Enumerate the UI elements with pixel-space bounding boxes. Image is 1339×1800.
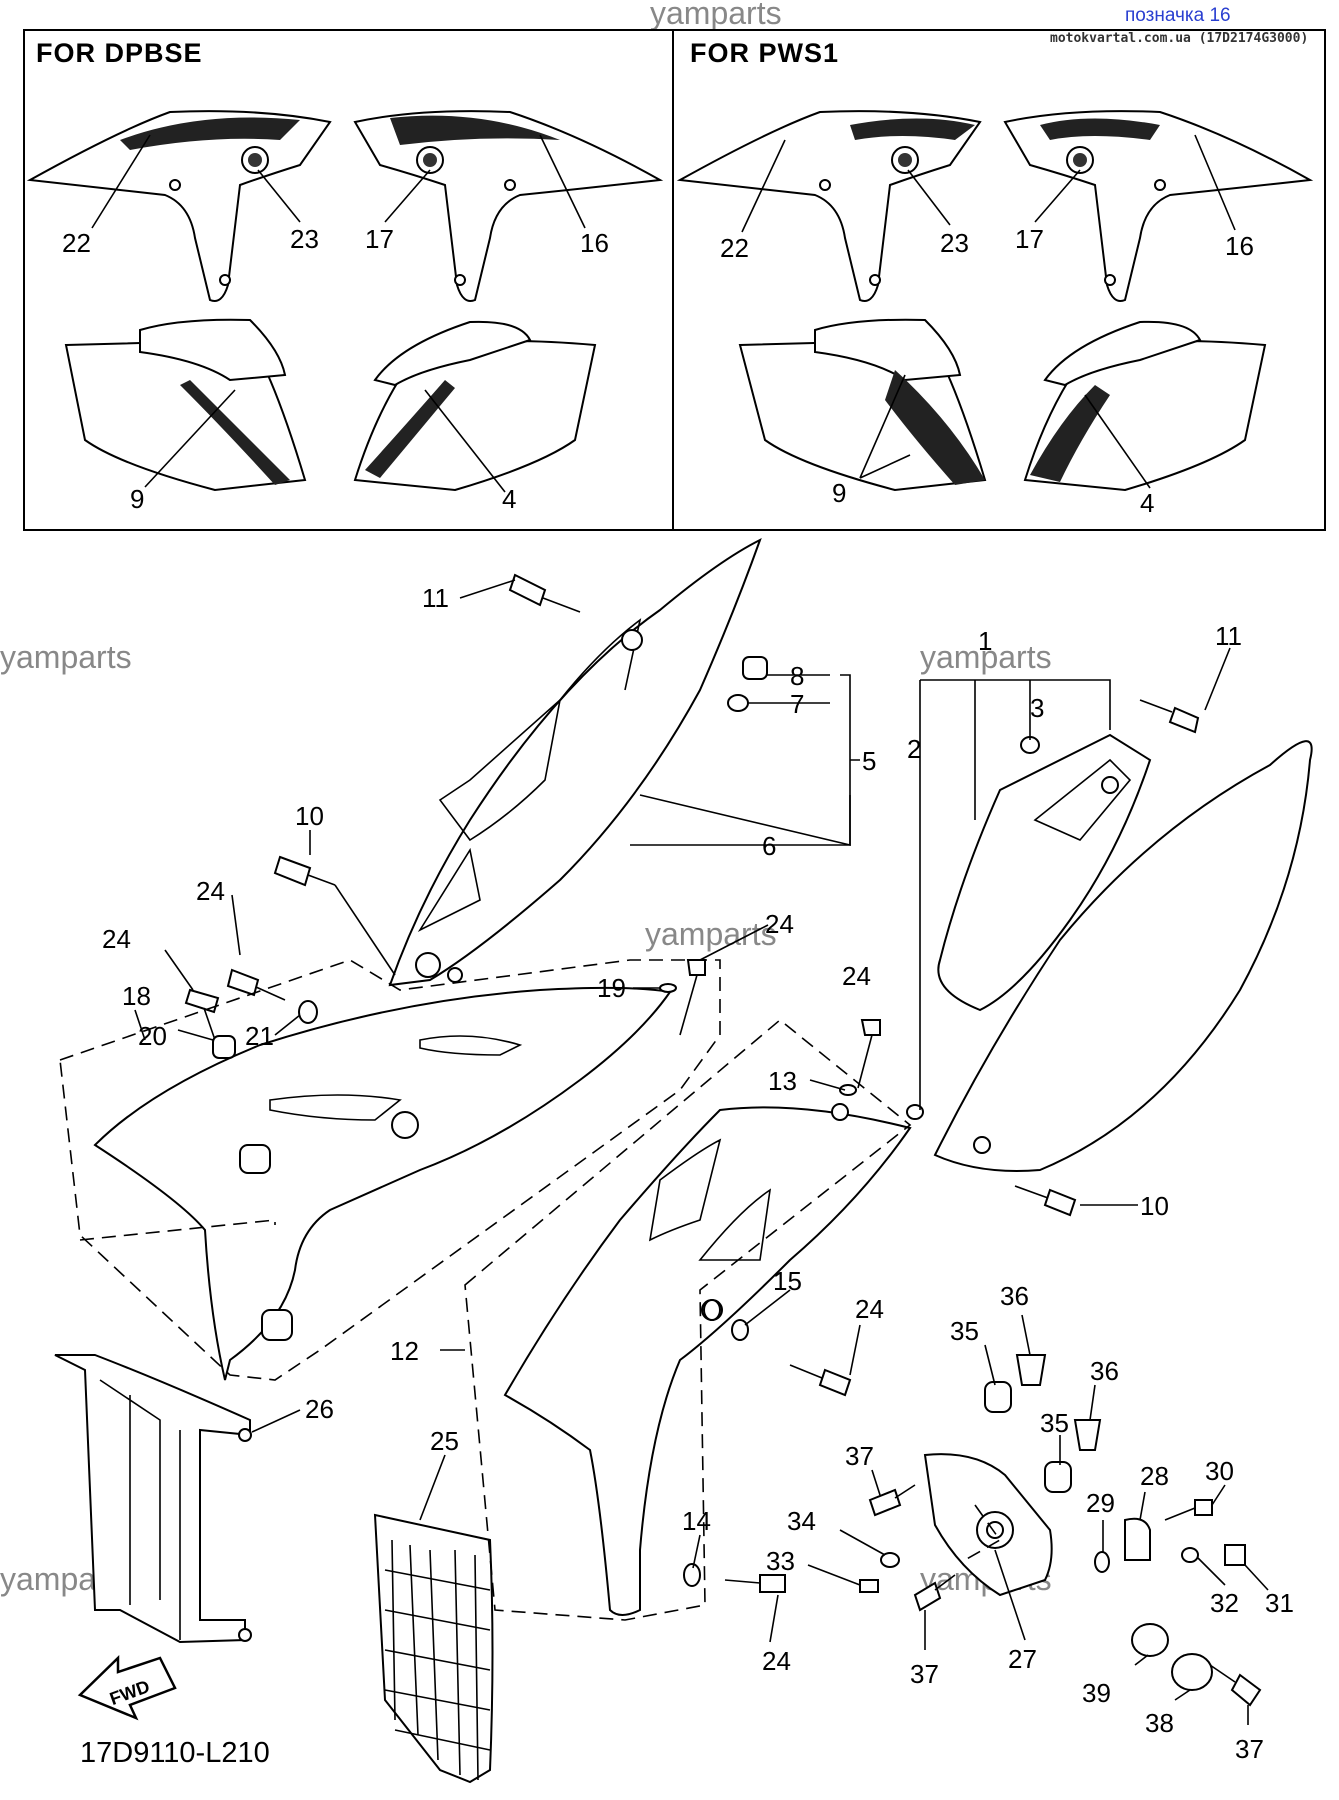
callout-28: 28: [1140, 1461, 1169, 1491]
callout-24-d: 24: [842, 961, 871, 991]
callout-17-pws1: 17: [1015, 224, 1044, 254]
callout-35-b: 35: [1040, 1408, 1069, 1438]
decal-variants-box: [23, 29, 1326, 531]
callout-16: 16: [580, 228, 609, 258]
leader-lines: [134, 579, 1269, 1725]
watermark-right: yamparts: [920, 639, 1052, 675]
callout-27: 27: [1008, 1644, 1037, 1674]
callout-33: 33: [766, 1546, 795, 1576]
panel1-side-plate-right: [353, 320, 597, 492]
panel2-leaders: [741, 134, 1236, 489]
callout-4-pws1: 4: [1140, 488, 1154, 518]
panel1-shroud-left: [26, 110, 332, 302]
radiator-shroud-left: [93, 986, 672, 1381]
callout-16-pws1: 16: [1225, 231, 1254, 261]
callout-23: 23: [290, 224, 319, 254]
panel2-shroud-right: [1003, 110, 1314, 302]
callout-23-pws1: 23: [940, 228, 969, 258]
callout-6: 6: [762, 831, 776, 861]
radiator-grille-25: [373, 1513, 494, 1784]
callout-8: 8: [790, 661, 804, 691]
callout-24-c: 24: [765, 909, 794, 939]
panel2-side-plate-left: [738, 318, 987, 492]
callout-10-right: 10: [1140, 1191, 1169, 1221]
dashed-outlines: [59, 959, 912, 1621]
bracket-27: [923, 1453, 1053, 1597]
radiator-shroud-right: [503, 1103, 912, 1616]
upper-shroud-left: [388, 537, 762, 987]
callout-2: 2: [907, 734, 921, 764]
callout-7: 7: [790, 689, 804, 719]
callout-39: 39: [1082, 1678, 1111, 1708]
radiator-guard-26: [54, 1354, 252, 1644]
callout-22-pws1: 22: [720, 233, 749, 263]
callout-35-a: 35: [950, 1316, 979, 1346]
callout-37-b: 37: [1235, 1734, 1264, 1764]
fwd-arrow-icon: FWD: [77, 1655, 177, 1721]
callout-24-b: 24: [102, 924, 131, 954]
watermark-top: yamparts: [650, 0, 782, 31]
callout-30: 30: [1205, 1456, 1234, 1486]
callout-29: 29: [1086, 1488, 1115, 1518]
callout-24-e: 24: [855, 1294, 884, 1324]
callout-5: 5: [862, 746, 876, 776]
callout-24-a: 24: [196, 876, 225, 906]
callout-4: 4: [502, 484, 516, 514]
callout-24-f: 24: [762, 1646, 791, 1676]
panel1-leaders: [91, 134, 586, 493]
callout-9-pws1: 9: [832, 478, 846, 508]
callout-13: 13: [768, 1066, 797, 1096]
panel2-side-plate-right: [1023, 320, 1267, 492]
panel1-side-plate-left: [64, 318, 307, 492]
callout-9: 9: [130, 484, 144, 514]
callout-32: 32: [1210, 1588, 1239, 1618]
callout-22: 22: [62, 228, 91, 258]
callout-10: 10: [295, 801, 324, 831]
panel-title-pws1: FOR PWS1: [690, 38, 839, 68]
callout-17: 17: [365, 224, 394, 254]
callout-15: 15: [773, 1266, 802, 1296]
callout-3: 3: [1030, 693, 1044, 723]
watermark-left: yamparts: [0, 639, 132, 675]
watermark-center: yamparts: [645, 916, 777, 952]
diagram-reference: 17D9110-L210: [80, 1737, 270, 1769]
overlay-subtitle: motokvartal.com.ua (17D2174G3000): [1050, 31, 1308, 46]
callout-20: 20: [138, 1021, 167, 1051]
callout-38: 38: [1145, 1708, 1174, 1738]
callout-11-right: 11: [1215, 621, 1242, 651]
panel1-shroud-right: [353, 110, 664, 302]
callout-37-c: 37: [910, 1659, 939, 1689]
panel2-shroud-left: [676, 110, 982, 302]
callout-34: 34: [787, 1506, 816, 1536]
callout-36-b: 36: [1090, 1356, 1119, 1386]
callout-26: 26: [305, 1394, 334, 1424]
side-shroud-right: [933, 733, 1313, 1172]
overlay-title: позначка 16: [1125, 5, 1231, 26]
callout-21: 21: [245, 1021, 274, 1051]
callout-11: 11: [422, 583, 449, 613]
callout-36-a: 36: [1000, 1281, 1029, 1311]
callout-25: 25: [430, 1426, 459, 1456]
callout-37-a: 37: [845, 1441, 874, 1471]
panel-title-dpbse: FOR DPBSE: [36, 38, 203, 68]
callout-14: 14: [682, 1506, 711, 1536]
callout-1: 1: [978, 626, 992, 656]
callout-31: 31: [1265, 1588, 1294, 1618]
callout-19: 19: [597, 973, 626, 1003]
callout-12: 12: [390, 1336, 419, 1366]
callout-18: 18: [122, 981, 151, 1011]
